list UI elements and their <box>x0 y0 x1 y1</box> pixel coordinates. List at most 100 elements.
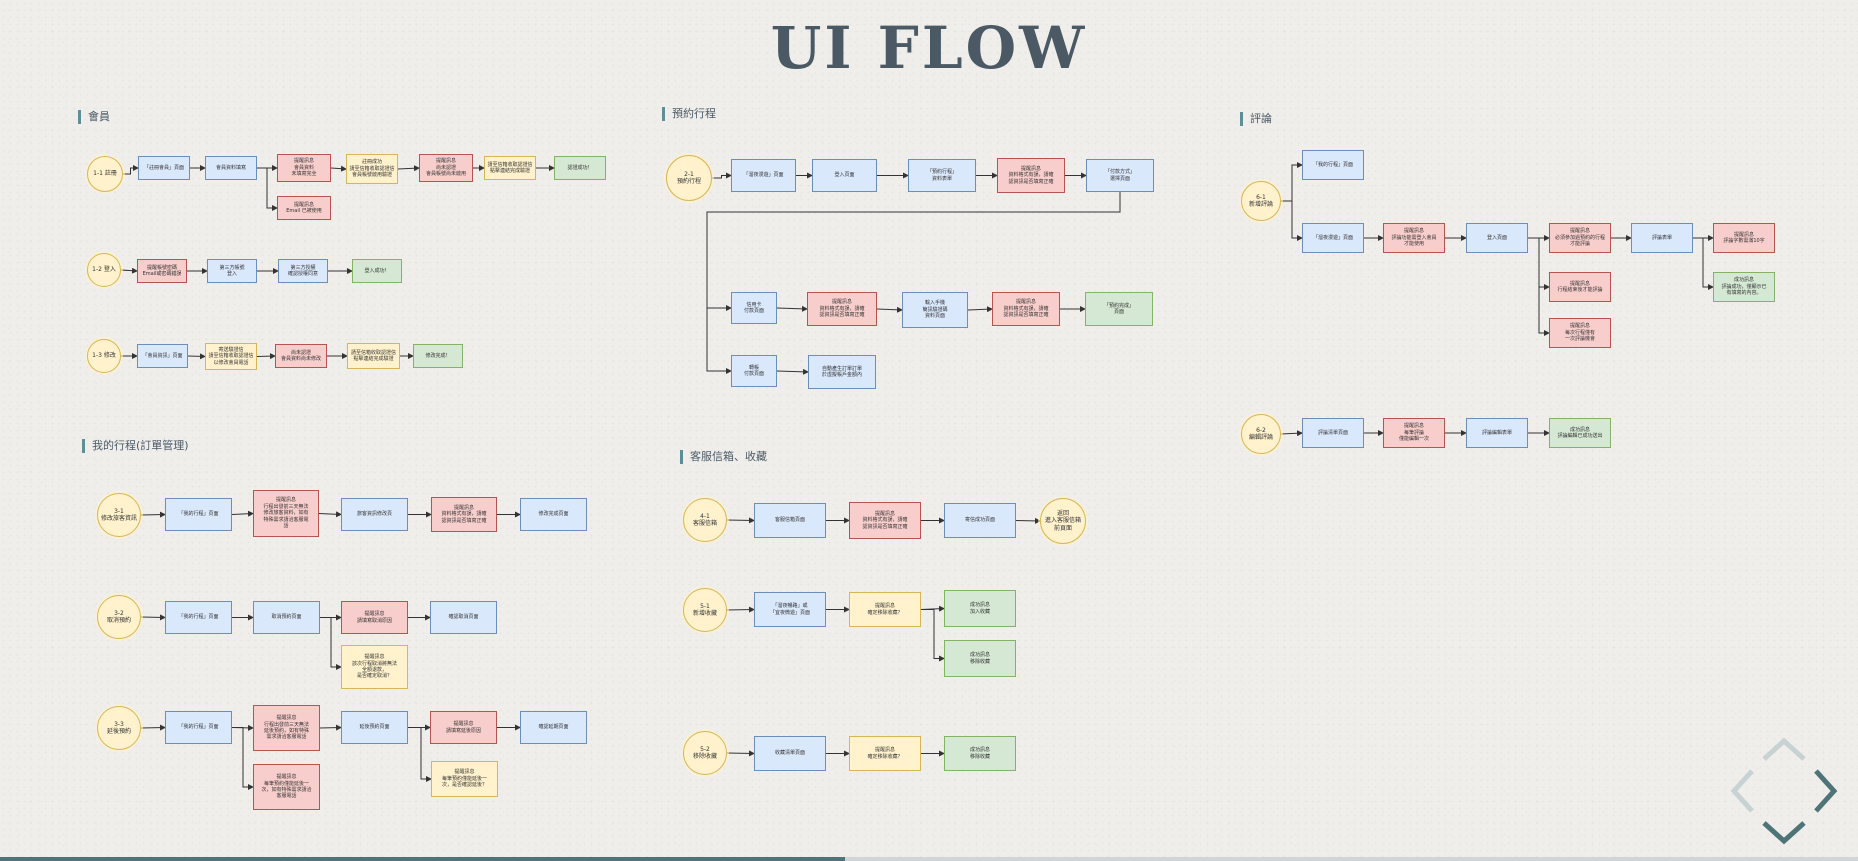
flow-connector <box>120 267 138 274</box>
flow-connector <box>726 606 755 613</box>
flow-node-red: 提醒訊息 Email 已被使用 <box>277 196 331 220</box>
flow-node-yellow: 寄送驗證信 請至信箱收取認證信 以修改會員電話 <box>205 343 257 370</box>
flow-connector <box>232 727 254 790</box>
flow-node-green: 成功訊息 加入收藏 <box>944 590 1016 627</box>
flow-connector <box>1528 237 1550 336</box>
flow-node-blue: 確認取消頁面 <box>430 601 497 634</box>
flow-node-red: 提醒帳號密碼 Email或密碼錯誤 <box>137 259 187 283</box>
flow-node-blue: 第三方授權 確認授權同意 <box>278 259 328 283</box>
flow-node-red: 提醒訊息 資料格式有誤，請確 認資訊是否填寫正確 <box>431 497 497 532</box>
chevron-down-icon[interactable] <box>1762 821 1806 845</box>
flow-start-node: 3-2 取消預約 <box>97 595 141 639</box>
flow-connector <box>712 172 732 179</box>
flow-connector <box>320 617 342 670</box>
flow-start-node: 6-2 編輯評論 <box>1241 414 1281 454</box>
flow-node-green: 成功訊息 評論編輯已成功送出 <box>1549 418 1611 448</box>
progress-fill <box>0 857 846 861</box>
flow-node-red: 提醒訊息 資料格式有誤，請確 認資訊是否填寫正確 <box>807 292 877 326</box>
flow-node-blue: 評論編輯表單 <box>1466 418 1528 448</box>
flow-node-yellow: 請至信箱收取認證信 點擊連結完成驗證 <box>347 343 400 369</box>
flow-node-blue: 輸入手機 簡訊驗證碼 資料頁面 <box>902 292 968 328</box>
flow-node-blue: 「付款方式」 選擇頁面 <box>1086 159 1154 192</box>
flow-node-yellow: 提醒訊息 確定移除收藏？ <box>849 736 921 771</box>
flow-connector <box>776 305 808 312</box>
presentation-progress-bar <box>0 857 1858 861</box>
flow-node-red: 提醒訊息 尚未認證 會員帳號尚未啟用 <box>419 154 473 182</box>
slide-navigation <box>1730 737 1838 845</box>
flow-start-node: 2-1 預約行程 <box>666 155 712 201</box>
chevron-right-icon[interactable] <box>1814 769 1838 813</box>
flow-connector <box>1693 237 1714 290</box>
flow-node-red: 提醒訊息 每筆評論 僅能編輯一次 <box>1383 418 1445 448</box>
flow-node-yellow: 請至信箱收取認證信 點擊連結完成驗證 <box>484 156 536 180</box>
flow-node-blue: 會員資料填寫 <box>205 156 257 180</box>
flow-node-blue: 取消預約頁面 <box>253 601 320 634</box>
flow-node-red: 提醒訊息 請填寫延後原因 <box>430 711 497 744</box>
flow-start-node: 3-1 修改旅客資訊 <box>97 493 141 537</box>
flow-node-blue: 評論表單 <box>1631 223 1693 253</box>
section-title-review: 評論 <box>1240 112 1272 126</box>
flow-node-green: 登入成功！ <box>352 259 402 283</box>
flow-node-red: 提醒訊息 行程出發前三天無法 延後預約，如有特殊 需求請洽客服電話 <box>253 705 320 751</box>
flow-start-node: 1-1 註冊 <box>87 156 123 192</box>
flow-connector <box>706 192 1121 374</box>
page-title: UI FLOW <box>770 14 1088 82</box>
flow-node-red: 提醒訊息 資料格式有誤，請確 認資訊是否填寫正確 <box>992 292 1060 326</box>
flow-connector <box>318 511 342 518</box>
flow-node-blue: 登入頁面 <box>812 159 877 192</box>
flow-node-blue: 「溜夜暢路」或 「宜夜微遊」頁面 <box>754 592 826 627</box>
flow-node-blue: 轉帳 付款頁面 <box>731 355 777 387</box>
flow-node-red: 提醒訊息 資料格式有誤，請確 認資訊是否填寫正確 <box>849 502 921 539</box>
flow-node-blue: 收藏清單頁面 <box>754 736 826 771</box>
flow-node-red: 提醒訊息 請填寫取消原因 <box>341 601 408 634</box>
flow-connector <box>1281 162 1303 202</box>
flow-start-node: 6-1 新增評論 <box>1241 181 1281 221</box>
flow-node-blue: 客服信箱頁面 <box>754 503 826 538</box>
flow-node-yellow: 提醒訊息 每筆預約僅能延後一 次，是否確認延後？ <box>431 761 498 797</box>
flow-connector <box>1280 430 1303 437</box>
flow-node-green: 成功訊息 評論成功，僅顯示已 有填寫的內容。 <box>1713 272 1775 302</box>
flow-node-green: 成功訊息 移除收藏 <box>944 640 1016 677</box>
flow-node-green: 「預約完成」 頁面 <box>1085 292 1153 326</box>
flow-node-blue: 自動產生訂單訂單 於虛擬帳戶金額內 <box>808 355 876 389</box>
flow-node-red: 提醒訊息 資料格式有誤，請確 認資訊是否填寫正確 <box>997 158 1065 193</box>
flow-node-red: 尚未認證 會員資料尚未修改 <box>275 344 327 368</box>
flow-connector <box>140 511 166 518</box>
flow-node-blue: 「溜夜漫遊」頁面 <box>1302 223 1364 253</box>
flow-node-red: 提醒訊息 每筆預約僅能延後一 次，如有特殊需求請洽 客服電話 <box>253 764 320 810</box>
flow-node-red: 提醒訊息 評論字數需滿10字 <box>1713 223 1775 253</box>
flow-connector <box>967 306 993 313</box>
flow-connector <box>330 165 347 172</box>
flow-node-blue: 旅客資訊修改頁 <box>341 498 408 531</box>
flow-node-red: 提醒訊息 評論功能需登入會員 才能使用 <box>1383 223 1445 253</box>
flow-connector <box>1281 200 1303 241</box>
flow-connector <box>726 750 755 757</box>
flow-node-red: 提醒訊息 行程出發前三天無法 修改旅客資料，如有 特殊需求請洽客服電 話 <box>253 490 319 537</box>
flow-start-node: 返回 進入客服信箱 前頁面 <box>1040 498 1086 544</box>
flow-connector <box>140 614 166 621</box>
flow-connector <box>257 167 278 211</box>
flow-node-blue: 「我的行程」頁面 <box>1302 150 1364 180</box>
flow-start-node: 3-3 延後預約 <box>97 706 141 750</box>
flow-start-node: 5-1 新增收藏 <box>683 588 727 632</box>
flow-connector <box>140 724 166 731</box>
flow-node-blue: 評論清單頁面 <box>1302 418 1364 448</box>
chevron-left-icon[interactable] <box>1730 769 1754 813</box>
section-title-booking: 預約行程 <box>662 107 716 121</box>
flow-node-red: 提醒訊息 必須參加過預約的行程 才能評論 <box>1549 223 1611 253</box>
flow-node-red: 提醒訊息 每次行程僅有 一次評論機會 <box>1549 318 1611 348</box>
flow-start-node: 1-3 修改 <box>87 339 121 373</box>
flow-node-blue: 「註冊會員」頁面 <box>138 156 190 180</box>
flow-connector <box>319 724 342 731</box>
flow-connector <box>921 609 945 662</box>
chevron-up-icon[interactable] <box>1762 737 1806 761</box>
flow-connector <box>256 353 276 360</box>
flow-connector <box>876 306 903 313</box>
flow-node-blue: 「我的行程」頁面 <box>165 601 232 634</box>
flow-node-blue: 登入頁面 <box>1466 223 1528 253</box>
flow-node-green: 認證成功！ <box>554 156 606 180</box>
flow-start-node: 4-1 客服信箱 <box>683 498 727 542</box>
flow-connector <box>187 353 206 360</box>
flow-node-blue: 修改完成頁面 <box>520 498 587 531</box>
flow-connector <box>1015 517 1041 524</box>
